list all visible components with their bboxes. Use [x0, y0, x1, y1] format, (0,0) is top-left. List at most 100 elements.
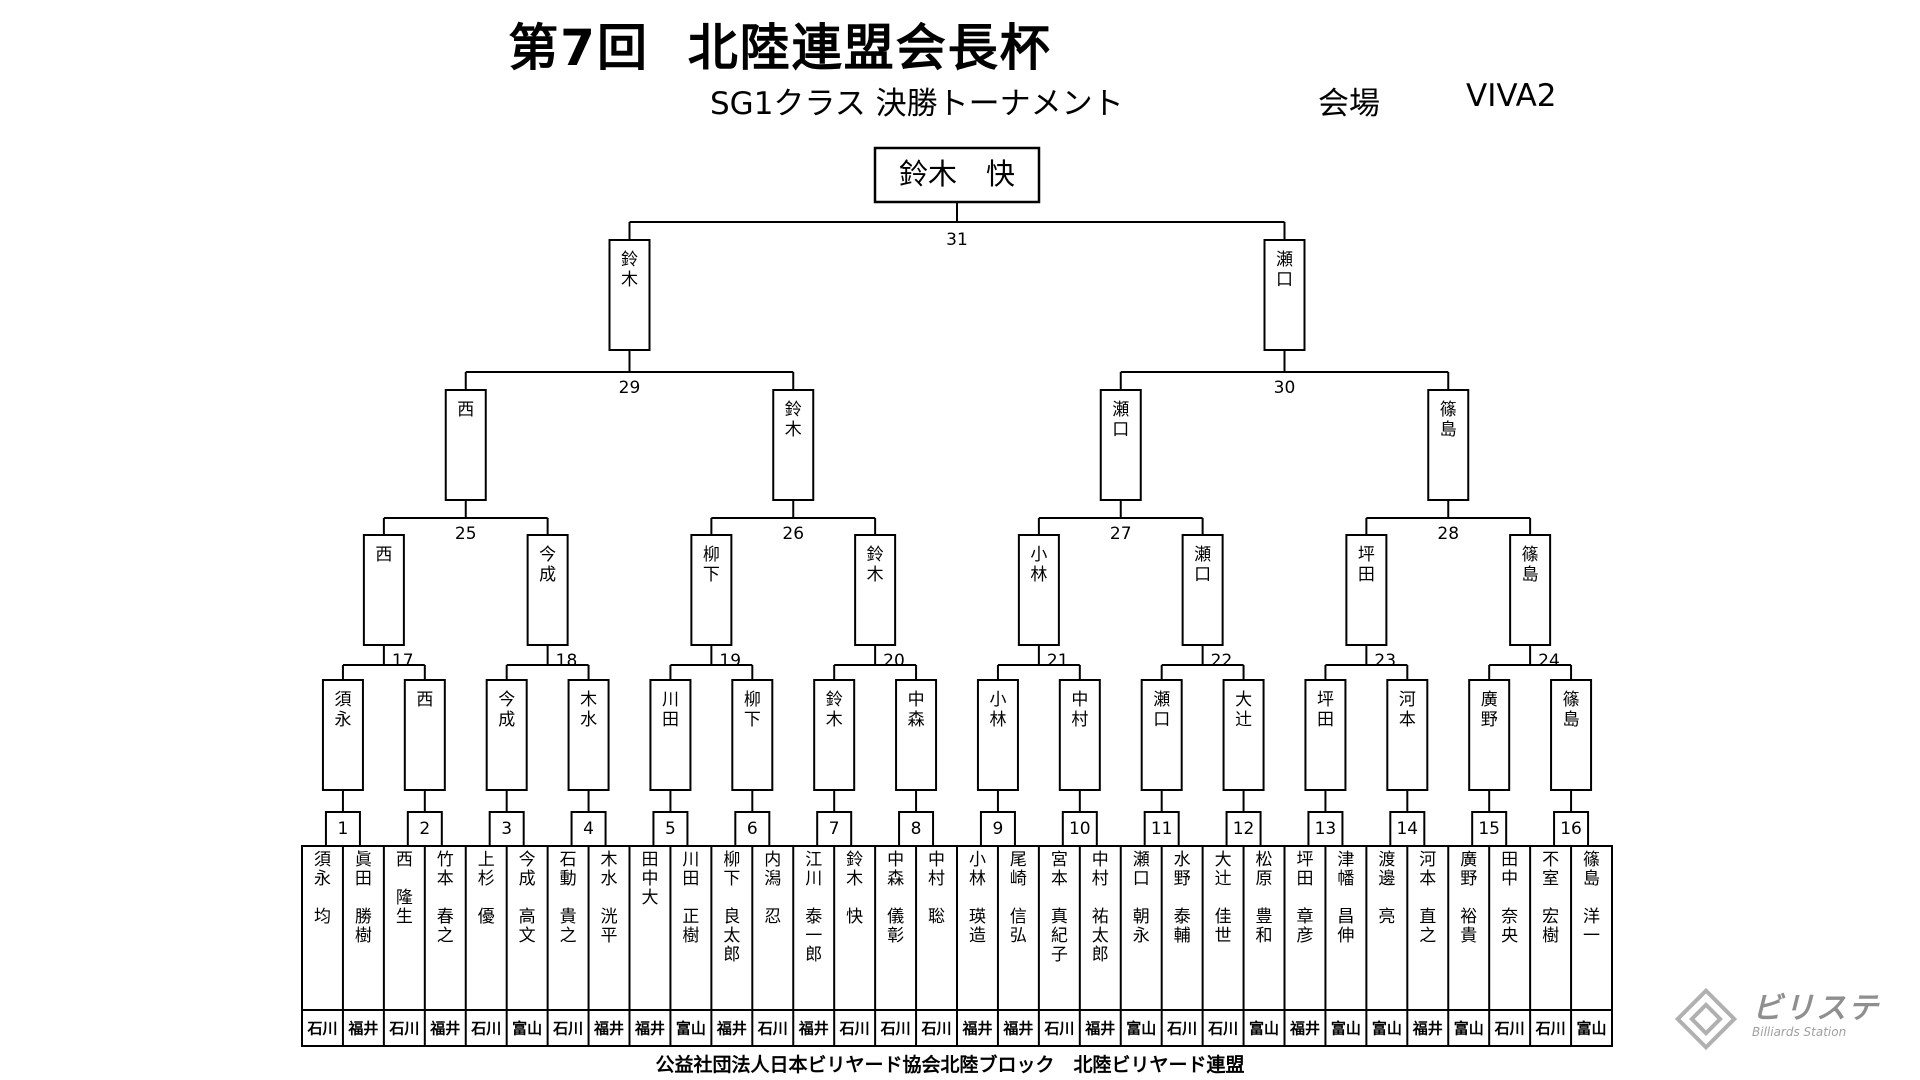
- winner-name-char: 坪: [1317, 690, 1334, 710]
- match-number: 2: [419, 819, 430, 839]
- player-prefecture: 福井: [1084, 1020, 1115, 1038]
- player-name-char: 大: [641, 888, 658, 908]
- player-name-char: 村: [1092, 869, 1109, 889]
- winner-name-char: 木: [867, 565, 884, 585]
- player-name-char: 宮: [1051, 850, 1068, 870]
- winner-box: [1017, 534, 1060, 646]
- player-prefecture: 石川: [388, 1020, 419, 1038]
- match-number: 30: [1274, 378, 1296, 398]
- winner-box: [1509, 534, 1552, 646]
- winner-name-char: 林: [1030, 565, 1047, 585]
- player-name-char: 貴: [1460, 926, 1477, 946]
- winner-name-char: 須: [334, 690, 351, 710]
- match-number: 21: [1047, 651, 1069, 671]
- player-name-char: 潟: [764, 869, 781, 889]
- player-prefecture: 福井: [716, 1020, 747, 1038]
- match-number: 13: [1315, 819, 1337, 839]
- match-number: 24: [1538, 651, 1560, 671]
- match-number: 4: [583, 819, 594, 839]
- player-name-char: 竹: [437, 850, 454, 870]
- match-number: 20: [883, 651, 905, 671]
- winner-name-char: 野: [1481, 710, 1498, 730]
- player-name-char: 石: [560, 850, 577, 870]
- player-name-char: 平: [601, 926, 618, 946]
- winner-name-char: 木: [621, 270, 638, 290]
- player-name-char: 中: [1092, 850, 1109, 870]
- winner-name-char: 瀬: [1112, 400, 1129, 420]
- player-name-char: 下: [723, 869, 740, 889]
- winner-name-char: 口: [1153, 710, 1170, 730]
- winner-box: [772, 389, 815, 501]
- player-name-char: 伸: [1337, 926, 1354, 946]
- player-prefecture: 富山: [512, 1020, 542, 1038]
- player-prefecture: 石川: [1043, 1020, 1074, 1038]
- player-name-char: 亮: [1378, 907, 1395, 927]
- player-name-char: 太: [723, 926, 740, 946]
- player-prefecture: 石川: [1535, 1020, 1566, 1038]
- player-name-char: 不: [1542, 850, 1559, 870]
- winner-box: [813, 679, 856, 791]
- winner-box: [731, 679, 774, 791]
- player-name-char: 尾: [1010, 850, 1027, 870]
- player-prefecture: 福井: [593, 1020, 624, 1038]
- champion-name: 鈴木 快: [899, 157, 1015, 191]
- match-number: 28: [1437, 524, 1459, 544]
- player-prefecture: 福井: [634, 1020, 665, 1038]
- winner-name-char: 柳: [703, 545, 720, 565]
- match-number: 25: [455, 524, 477, 544]
- venue-name: VIVA2: [1466, 78, 1557, 114]
- winner-name-char: 瀬: [1276, 250, 1293, 270]
- player-prefecture: 福井: [429, 1020, 460, 1038]
- winner-name-char: 今: [539, 545, 556, 565]
- player-prefecture: 富山: [1331, 1020, 1361, 1038]
- match-number-box: [898, 811, 935, 847]
- watermark-name: ビリステ: [1752, 991, 1880, 1026]
- player-prefecture: 石川: [552, 1020, 583, 1038]
- player-name-char: 太: [1092, 926, 1109, 946]
- winner-name-char: 篠: [1563, 690, 1580, 710]
- winner-box: [608, 239, 651, 351]
- player-prefecture: 富山: [1577, 1020, 1607, 1038]
- winner-name-char: 口: [1112, 420, 1129, 440]
- winner-box: [1427, 389, 1470, 501]
- match-number: 5: [665, 819, 676, 839]
- player-prefecture: 石川: [470, 1020, 501, 1038]
- player-name-char: 宏: [1542, 907, 1559, 927]
- player-name-char: 中: [887, 850, 904, 870]
- player-prefecture: 福井: [347, 1020, 378, 1038]
- match-number: 19: [719, 651, 741, 671]
- winner-name-char: 鈴: [867, 545, 884, 565]
- player-name-char: 勝: [355, 907, 372, 927]
- winner-name-char: 篠: [1440, 400, 1457, 420]
- player-name-char: 小: [969, 850, 986, 870]
- player-name-char: 隆: [396, 888, 413, 908]
- winner-name-char: 西: [375, 545, 392, 565]
- player-prefecture: 石川: [1207, 1020, 1238, 1038]
- match-number-box: [1471, 811, 1508, 847]
- match-number: 31: [946, 230, 968, 250]
- winner-box: [895, 679, 938, 791]
- winner-box: [1304, 679, 1347, 791]
- player-name-char: 眞: [355, 850, 372, 870]
- player-name-char: 田: [641, 850, 658, 870]
- player-name-char: 田: [682, 869, 699, 889]
- player-name-char: 邊: [1378, 869, 1395, 889]
- player-name-char: 須: [314, 850, 331, 870]
- match-number: 22: [1211, 651, 1233, 671]
- match-number: 27: [1110, 524, 1132, 544]
- player-name-char: 成: [519, 869, 536, 889]
- player-name-char: 中: [641, 869, 658, 889]
- winner-name-char: 今: [498, 690, 515, 710]
- player-name-char: 田: [355, 869, 372, 889]
- player-prefecture: 石川: [921, 1020, 952, 1038]
- winner-name-char: 瀬: [1194, 545, 1211, 565]
- match-number: 11: [1151, 819, 1173, 839]
- player-prefecture: 石川: [1166, 1020, 1197, 1038]
- player-prefecture: 石川: [306, 1020, 337, 1038]
- winner-name-char: 西: [416, 690, 433, 710]
- player-prefecture: 福井: [961, 1020, 992, 1038]
- match-number: 3: [501, 819, 512, 839]
- player-prefecture: 石川: [757, 1020, 788, 1038]
- winner-name-char: 下: [703, 565, 720, 585]
